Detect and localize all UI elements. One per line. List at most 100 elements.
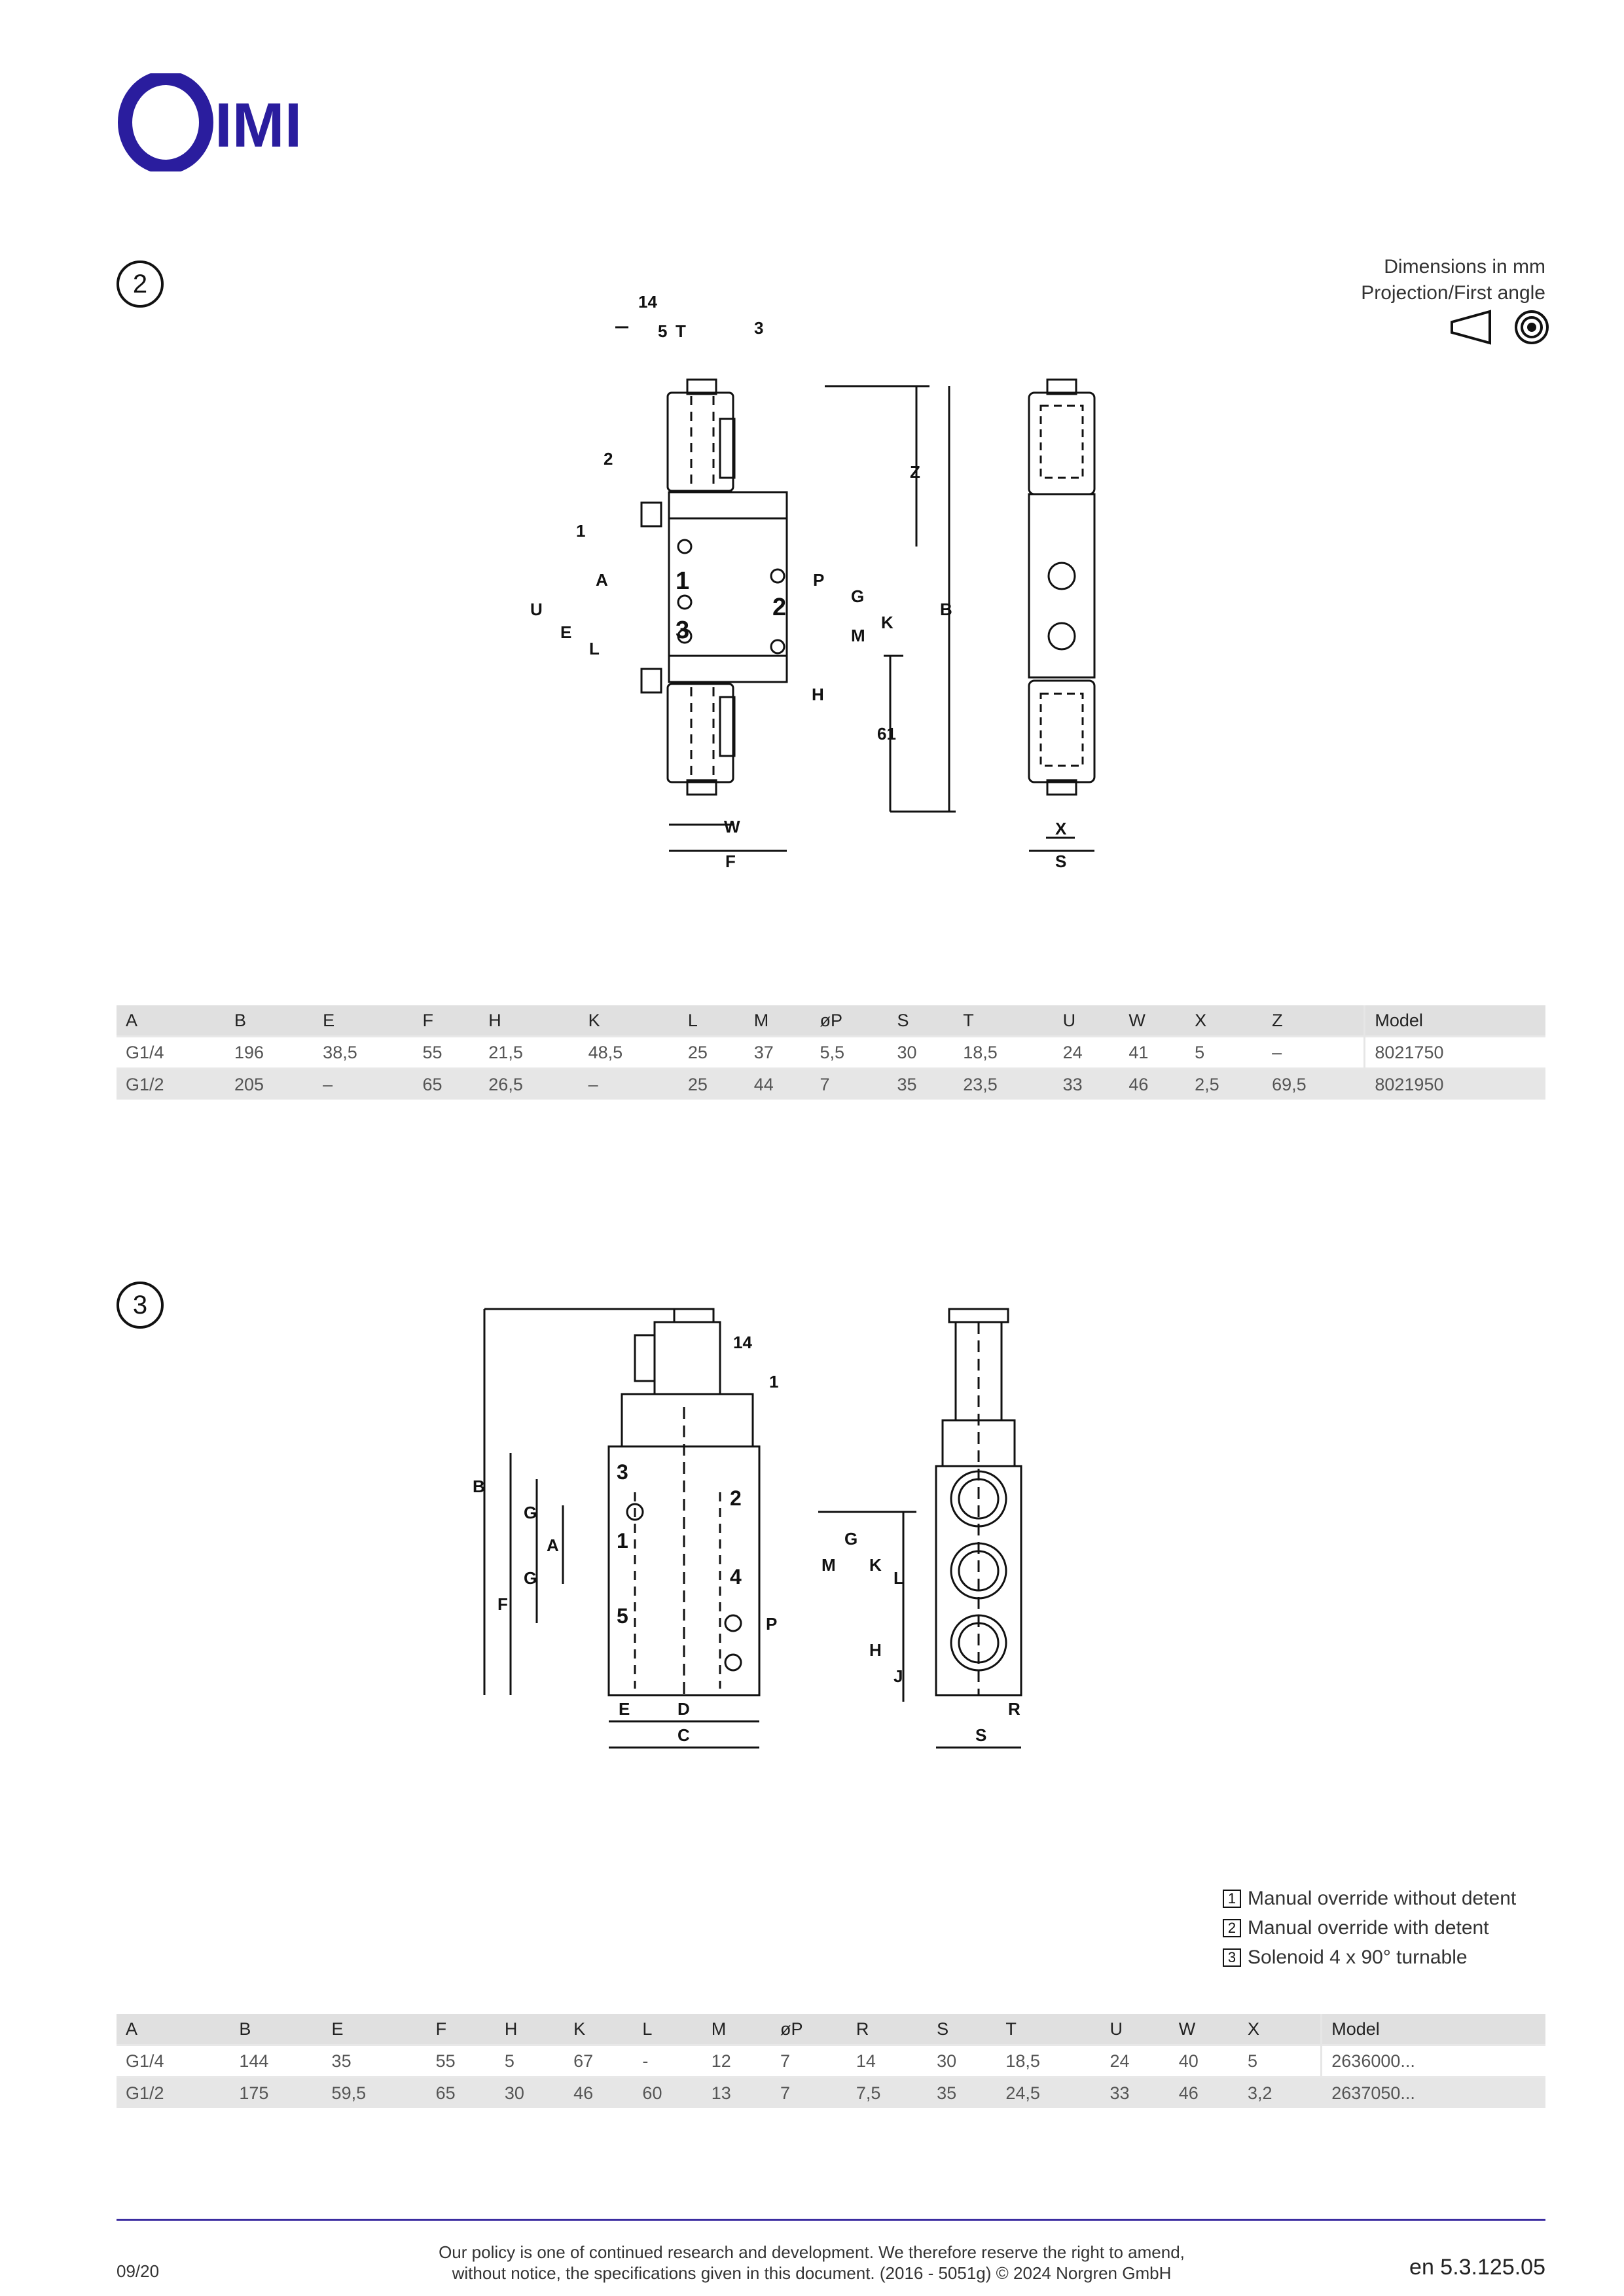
table-cell: 30	[928, 2044, 997, 2078]
port-5: 5	[617, 1604, 628, 1628]
section-2-badge: 2	[117, 260, 164, 308]
port-2: 2	[730, 1486, 742, 1510]
legend-number: 2	[1223, 1918, 1241, 1937]
dim-label-61: 61	[877, 724, 896, 744]
table-header-row: A B E F H K L M øP R S T U W X Model	[117, 2014, 1545, 2045]
table-cell: 55	[413, 1035, 480, 1069]
column-header: T	[954, 1005, 1054, 1037]
table-cell: G1/2	[117, 2077, 230, 2108]
column-header: E	[322, 2014, 427, 2045]
footer-divider	[117, 2219, 1545, 2221]
column-header: M	[744, 1005, 811, 1037]
table-cell: 67	[564, 2044, 634, 2078]
legend-item: 2 Manual override with detent	[1223, 1913, 1516, 1943]
table-cell: 7	[770, 2044, 847, 2078]
column-header: A	[117, 1005, 226, 1037]
port-1: 1	[617, 1529, 628, 1552]
first-angle-projection-icon	[1451, 310, 1549, 345]
legend-text: Manual override without detent	[1248, 1888, 1517, 1909]
column-header: Model	[1363, 1005, 1545, 1037]
column-header: H	[495, 2014, 565, 2045]
dim-label-5: 5	[658, 321, 667, 341]
table-cell: 46	[1169, 2077, 1238, 2108]
table-cell: 55	[426, 2044, 496, 2078]
table-cell: 38,5	[314, 1035, 414, 1069]
legend-text: Solenoid 4 x 90° turnable	[1248, 1946, 1468, 1968]
logo-text: IMI	[215, 90, 302, 160]
table-cell: 7	[770, 2077, 847, 2108]
dim-label-c: C	[677, 1725, 690, 1745]
table-row: G1/4 144 35 55 5 67 - 12 7 14 30 18,5 24…	[117, 2044, 1545, 2078]
dim-label-14: 14	[638, 292, 657, 312]
table-cell: 26,5	[479, 1068, 579, 1100]
column-header: E	[314, 1005, 414, 1037]
table-cell: 5	[1238, 2044, 1322, 2078]
table-cell: 60	[633, 2077, 702, 2108]
table-cell: 25	[678, 1068, 745, 1100]
column-header: W	[1169, 2014, 1238, 2045]
dim-label-14: 14	[733, 1333, 752, 1352]
legend-item: 3 Solenoid 4 x 90° turnable	[1223, 1943, 1516, 1972]
dim-label-g: G	[851, 586, 864, 606]
dim-label-e: E	[560, 622, 571, 642]
dim-label-k: K	[881, 613, 893, 632]
callout-1: 1	[769, 1372, 778, 1391]
table-row: G1/2 175 59,5 65 30 46 60 13 7 7,5 35 24…	[117, 2077, 1545, 2108]
dim-label-w: W	[724, 817, 740, 836]
table-cell: 48,5	[579, 1035, 679, 1069]
table-cell: 46	[564, 2077, 634, 2108]
dim-label-t: T	[676, 321, 686, 341]
dim-label-j: J	[893, 1666, 903, 1686]
column-header: øP	[810, 1005, 888, 1037]
section-3-number: 3	[132, 1290, 148, 1319]
column-header: F	[426, 2014, 496, 2045]
table-cell: 40	[1169, 2044, 1238, 2078]
table-cell: 7	[810, 1068, 888, 1100]
table-cell: 35	[322, 2044, 427, 2078]
dim-label-d: D	[677, 1699, 690, 1719]
column-header: U	[1053, 1005, 1120, 1037]
section-2-spec-table: A B E F H K L M øP S T U W X Z Model G1/…	[117, 1005, 1545, 1100]
dim-label-z: Z	[910, 462, 920, 482]
table-cell: 33	[1053, 1068, 1120, 1100]
dim-label-x: X	[1055, 819, 1067, 838]
table-cell-model: 2637050...	[1320, 2077, 1545, 2108]
table-cell: 3,2	[1238, 2077, 1322, 2108]
dim-label-g3: G	[844, 1529, 857, 1549]
column-header: A	[117, 2014, 230, 2045]
port-3: 3	[617, 1460, 628, 1484]
column-header: B	[230, 2014, 323, 2045]
column-header: Z	[1263, 1005, 1365, 1037]
dim-label-f: F	[725, 852, 736, 871]
column-header: M	[702, 2014, 771, 2045]
column-header: L	[678, 1005, 745, 1037]
table-cell: 44	[744, 1068, 811, 1100]
table-cell: 5	[495, 2044, 565, 2078]
table-cell: 24	[1100, 2044, 1170, 2078]
dim-label-l: L	[589, 639, 600, 658]
section-3-spec-table: A B E F H K L M øP R S T U W X Model G1/…	[117, 2014, 1545, 2108]
table-cell: –	[1263, 1035, 1365, 1069]
table-cell: 13	[702, 2077, 771, 2108]
column-header: øP	[770, 2014, 847, 2045]
column-header: Model	[1320, 2014, 1545, 2045]
dim-label-u: U	[530, 600, 543, 619]
table-cell: 69,5	[1263, 1068, 1365, 1100]
dim-label-m: M	[851, 626, 865, 645]
dim-label-e: E	[619, 1699, 630, 1719]
column-header: S	[888, 1005, 954, 1037]
column-header: F	[413, 1005, 480, 1037]
table-cell: 41	[1119, 1035, 1186, 1069]
table-cell: 65	[426, 2077, 496, 2108]
dim-label-p: P	[766, 1614, 777, 1634]
table-cell: 24	[1053, 1035, 1120, 1069]
dimensions-unit-text: Dimensions in mm	[1384, 256, 1545, 278]
dim-label-s: S	[1055, 852, 1066, 871]
footer-date-code: 09/20	[117, 2261, 160, 2281]
table-row: G1/2 205 – 65 26,5 – 25 44 7 35 23,5 33 …	[117, 1068, 1545, 1100]
table-cell: G1/2	[117, 1068, 226, 1100]
column-header: W	[1119, 1005, 1186, 1037]
column-header: K	[579, 1005, 679, 1037]
table-cell: 23,5	[954, 1068, 1054, 1100]
table-cell: G1/4	[117, 2044, 230, 2078]
